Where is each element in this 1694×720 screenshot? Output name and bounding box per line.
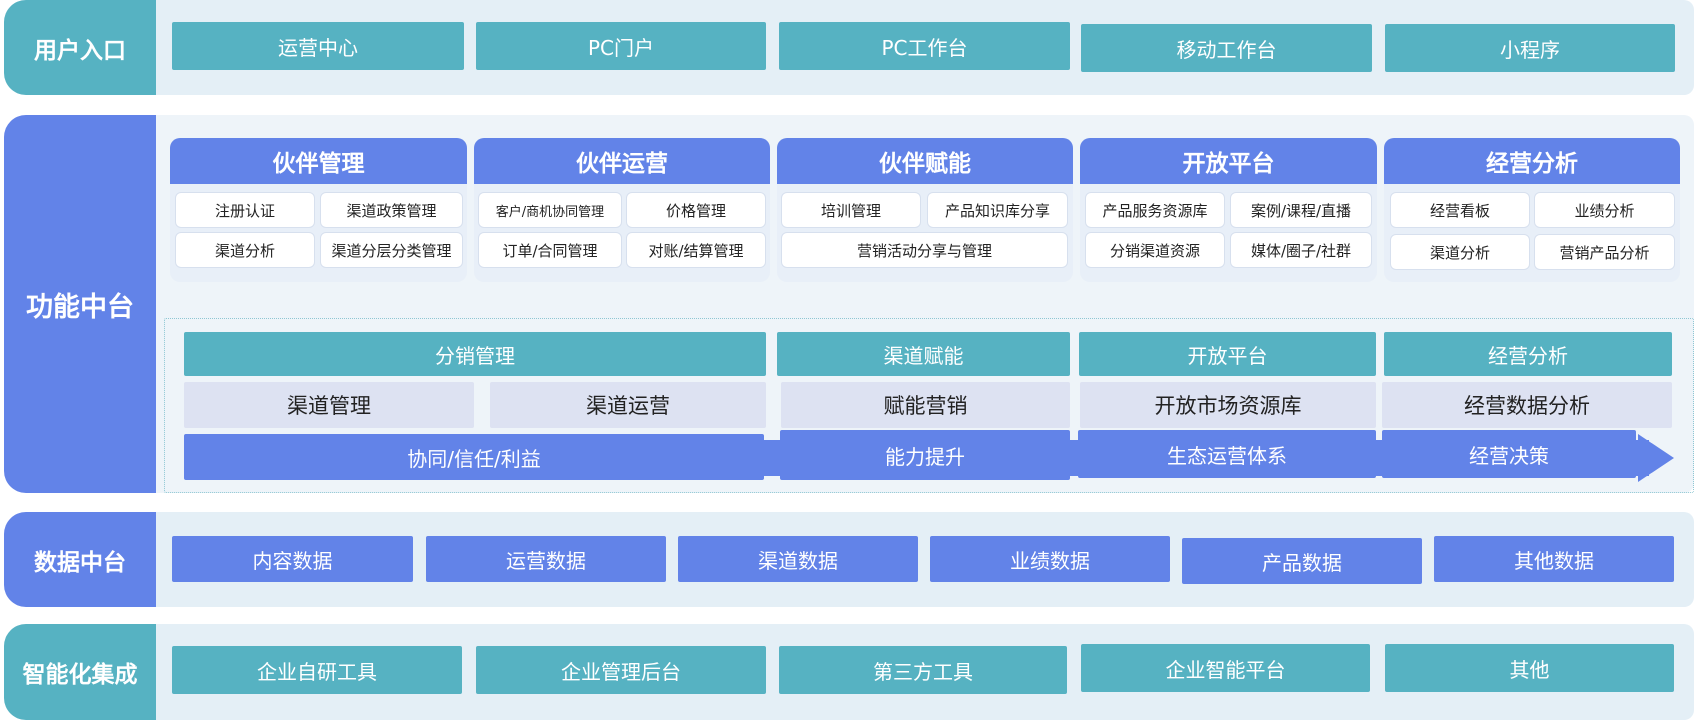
middle-open-market[interactable]: 开放市场资源库 xyxy=(1080,382,1376,428)
chip-training[interactable]: 培训管理 xyxy=(781,192,921,228)
chip-distribution-resources[interactable]: 分销渠道资源 xyxy=(1085,232,1225,268)
header-channel-enablement[interactable]: 渠道赋能 xyxy=(777,332,1070,376)
chip-channel-analysis-2[interactable]: 渠道分析 xyxy=(1390,234,1530,270)
card-title: 开放平台 xyxy=(1080,138,1377,184)
card-business-analysis: 经营分析 经营看板 业绩分析 渠道分析 营销产品分析 xyxy=(1384,138,1680,282)
arrow-ecosystem-ops[interactable]: 生态运营体系 xyxy=(1078,430,1376,478)
card-partner-operation: 伙伴运营 客户/商机协同管理 价格管理 订单/合同管理 对账/结算管理 xyxy=(474,138,770,282)
chip-price-management[interactable]: 价格管理 xyxy=(626,192,766,228)
chip-product-resources[interactable]: 产品服务资源库 xyxy=(1085,192,1225,228)
entry-ops-center-button[interactable]: 运营中心 xyxy=(172,22,464,70)
middle-channel-operation[interactable]: 渠道运营 xyxy=(490,382,766,428)
data-content-button[interactable]: 内容数据 xyxy=(172,536,413,582)
entry-mobile-workbench-button[interactable]: 移动工作台 xyxy=(1081,24,1372,72)
chip-media-community[interactable]: 媒体/圈子/社群 xyxy=(1230,232,1372,268)
chip-channel-tiering[interactable]: 渠道分层分类管理 xyxy=(320,232,463,268)
entry-mini-program-button[interactable]: 小程序 xyxy=(1385,24,1675,72)
chip-order-contract[interactable]: 订单/合同管理 xyxy=(478,232,622,268)
data-operation-button[interactable]: 运营数据 xyxy=(426,536,666,582)
card-title: 伙伴赋能 xyxy=(777,138,1073,184)
chip-reconciliation[interactable]: 对账/结算管理 xyxy=(626,232,766,268)
arrow-head-icon xyxy=(1638,434,1674,482)
function-label: 功能中台 xyxy=(4,115,156,493)
card-title: 伙伴运营 xyxy=(474,138,770,184)
integration-smart-platform[interactable]: 企业智能平台 xyxy=(1081,644,1370,692)
card-open-platform: 开放平台 产品服务资源库 案例/课程/直播 分销渠道资源 媒体/圈子/社群 xyxy=(1080,138,1377,282)
entry-pc-workbench-button[interactable]: PC工作台 xyxy=(779,22,1070,70)
data-channel-button[interactable]: 渠道数据 xyxy=(678,536,918,582)
integration-third-party-tools[interactable]: 第三方工具 xyxy=(779,646,1067,694)
data-product-button[interactable]: 产品数据 xyxy=(1182,538,1422,584)
card-title: 伙伴管理 xyxy=(170,138,467,184)
data-performance-button[interactable]: 业绩数据 xyxy=(930,536,1170,582)
chip-marketing-product-analysis[interactable]: 营销产品分析 xyxy=(1534,234,1675,270)
card-partner-management: 伙伴管理 注册认证 渠道政策管理 渠道分析 渠道分层分类管理 xyxy=(170,138,467,282)
header-distribution[interactable]: 分销管理 xyxy=(184,332,766,376)
header-business-analysis[interactable]: 经营分析 xyxy=(1384,332,1672,376)
integration-admin-backend[interactable]: 企业管理后台 xyxy=(476,646,766,694)
card-title: 经营分析 xyxy=(1384,138,1680,184)
card-partner-enablement: 伙伴赋能 培训管理 产品知识库分享 营销活动分享与管理 xyxy=(777,138,1073,282)
chip-channel-analysis[interactable]: 渠道分析 xyxy=(175,232,315,268)
entry-label: 用户入口 xyxy=(4,0,156,95)
chip-case-course-live[interactable]: 案例/课程/直播 xyxy=(1230,192,1372,228)
chip-marketing-activity[interactable]: 营销活动分享与管理 xyxy=(781,232,1068,268)
arrow-capability-upgrade[interactable]: 能力提升 xyxy=(780,430,1070,480)
arrow-collab-trust-benefit[interactable]: 协同/信任/利益 xyxy=(184,434,764,480)
entry-pc-portal-button[interactable]: PC门户 xyxy=(476,22,766,70)
chip-knowledge-share[interactable]: 产品知识库分享 xyxy=(927,192,1068,228)
header-open-platform[interactable]: 开放平台 xyxy=(1079,332,1376,376)
chip-register-auth[interactable]: 注册认证 xyxy=(175,192,315,228)
integration-label: 智能化集成 xyxy=(4,624,156,720)
chip-performance-analysis[interactable]: 业绩分析 xyxy=(1534,192,1675,228)
chip-business-dashboard[interactable]: 经营看板 xyxy=(1390,192,1530,228)
chip-customer-collab[interactable]: 客户/商机协同管理 xyxy=(478,192,622,228)
data-label: 数据中台 xyxy=(4,512,156,607)
middle-channel-management[interactable]: 渠道管理 xyxy=(184,382,474,428)
data-other-button[interactable]: 其他数据 xyxy=(1434,536,1674,582)
arrow-business-decision[interactable]: 经营决策 xyxy=(1382,430,1636,478)
middle-enablement-marketing[interactable]: 赋能营销 xyxy=(781,382,1070,428)
integration-in-house-tools[interactable]: 企业自研工具 xyxy=(172,646,462,694)
middle-business-data[interactable]: 经营数据分析 xyxy=(1382,382,1672,428)
integration-other[interactable]: 其他 xyxy=(1385,644,1674,692)
chip-channel-policy[interactable]: 渠道政策管理 xyxy=(320,192,463,228)
